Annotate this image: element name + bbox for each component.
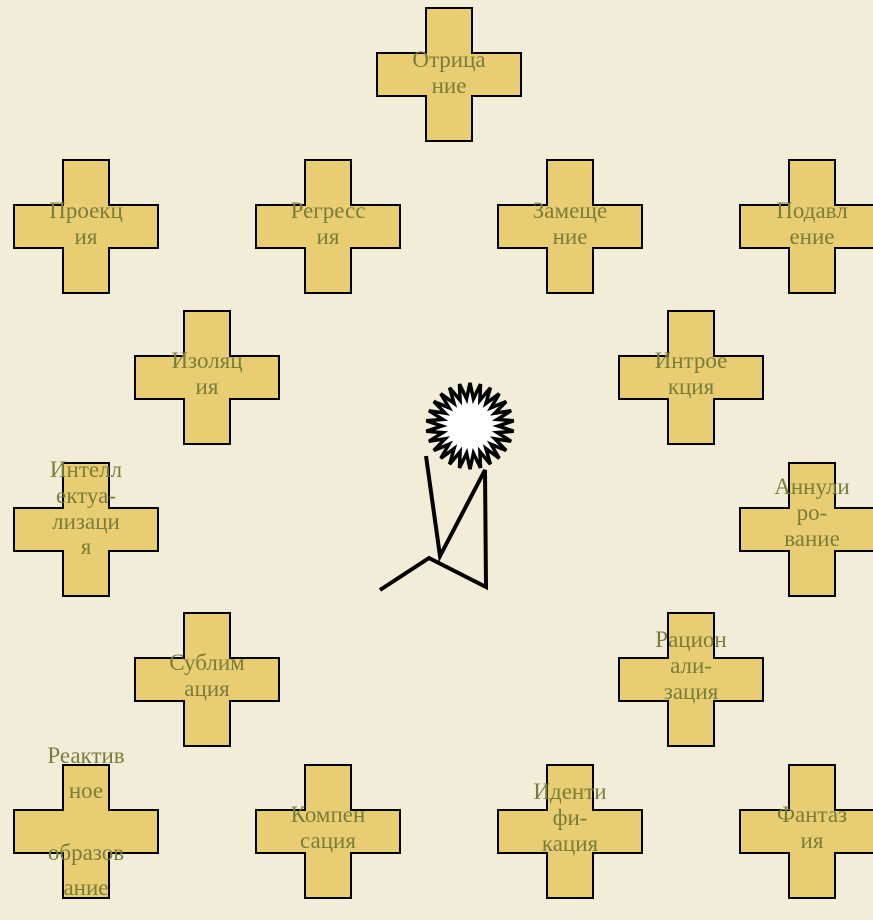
node-label-line: ро- <box>735 500 873 526</box>
node-label-line: ние <box>372 73 526 99</box>
node-label-line: вание <box>735 526 873 552</box>
cross-node-otricanie: Отрица ние <box>376 7 522 142</box>
node-label-line: ия <box>735 828 873 854</box>
cross-node-kompensaciya: Компен сация <box>255 764 401 899</box>
node-label-line: Аннули <box>735 474 873 500</box>
node-label-proekciya: Проекц ия <box>9 198 163 250</box>
cross-node-podavlenie: Подавл ение <box>739 159 873 294</box>
node-label-kompensaciya: Компен сация <box>251 802 405 854</box>
node-label-line: Замеще <box>493 198 647 224</box>
cross-node-izolyaciya: Изоляц ия <box>134 310 280 445</box>
node-label-introekciya: Интрое кция <box>614 348 768 400</box>
node-label-line: Иденти <box>493 779 647 805</box>
node-label-line: Реактив <box>9 738 163 773</box>
node-label-line: ия <box>130 374 284 400</box>
node-label-line: ация <box>130 676 284 702</box>
node-label-line: сация <box>251 828 405 854</box>
node-label-line: ия <box>251 224 405 250</box>
cross-node-intellektualizaciya: Интелл ектуа- лизаци я <box>13 462 159 597</box>
cross-node-regressiya: Регресс ия <box>255 159 401 294</box>
node-label-otricanie: Отрица ние <box>372 47 526 99</box>
node-label-line: ение <box>735 224 873 250</box>
node-label-line: Подавл <box>735 198 873 224</box>
node-label-line: лизаци <box>9 509 163 535</box>
node-label-fantaziya: Фантаз ия <box>735 802 873 854</box>
cross-node-annulirovanie: Аннули ро- вание <box>739 462 873 597</box>
node-label-line: Интрое <box>614 348 768 374</box>
cross-node-zameshchenie: Замеще ние <box>497 159 643 294</box>
cross-node-introekciya: Интрое кция <box>618 310 764 445</box>
node-label-line: кция <box>614 374 768 400</box>
node-label-line: ектуа- <box>9 483 163 509</box>
node-label-line: образов <box>9 835 163 870</box>
node-label-podavlenie: Подавл ение <box>735 198 873 250</box>
node-label-line: али- <box>614 653 768 679</box>
node-label-intellektualizaciya: Интелл ектуа- лизаци я <box>9 457 163 560</box>
node-label-regressiya: Регресс ия <box>251 198 405 250</box>
node-label-zameshchenie: Замеще ние <box>493 198 647 250</box>
node-label-line: ние <box>493 224 647 250</box>
node-label-line: Регресс <box>251 198 405 224</box>
cross-node-reaktivnoe: Реактив ное образов ание <box>13 764 159 899</box>
cross-node-sublimaciya: Сублим ация <box>134 612 280 747</box>
node-label-identifikaciya: Иденти фи- кация <box>493 779 647 856</box>
node-label-line: фи- <box>493 805 647 831</box>
node-label-line: ное <box>9 773 163 808</box>
cross-node-proekciya: Проекц ия <box>13 159 159 294</box>
node-label-line: Отрица <box>372 47 526 73</box>
node-label-line: Компен <box>251 802 405 828</box>
node-label-line: я <box>9 534 163 560</box>
node-label-annulirovanie: Аннули ро- вание <box>735 474 873 551</box>
node-label-izolyaciya: Изоляц ия <box>130 348 284 400</box>
node-label-line: ия <box>9 224 163 250</box>
cross-node-fantaziya: Фантаз ия <box>739 764 873 899</box>
node-label-line: Интелл <box>9 457 163 483</box>
cross-node-identifikaciya: Иденти фи- кация <box>497 764 643 899</box>
node-label-line: зация <box>614 679 768 705</box>
stick-body-icon <box>380 456 486 590</box>
starburst-head-icon <box>426 383 513 469</box>
stick-figure-icon <box>370 380 540 600</box>
node-label-line: ание <box>9 870 163 905</box>
node-label-reaktivnoe: Реактив ное образов ание <box>9 738 163 906</box>
node-label-line: Изоляц <box>130 348 284 374</box>
node-label-sublimaciya: Сублим ация <box>130 650 284 702</box>
node-label-line: Фантаз <box>735 802 873 828</box>
node-label-line: кация <box>493 831 647 857</box>
node-label-line: Проекц <box>9 198 163 224</box>
node-label-line: Сублим <box>130 650 284 676</box>
node-label-racionalizaciya: Рацион али- зация <box>614 627 768 704</box>
node-label-line: Рацион <box>614 627 768 653</box>
cross-node-racionalizaciya: Рацион али- зация <box>618 612 764 747</box>
